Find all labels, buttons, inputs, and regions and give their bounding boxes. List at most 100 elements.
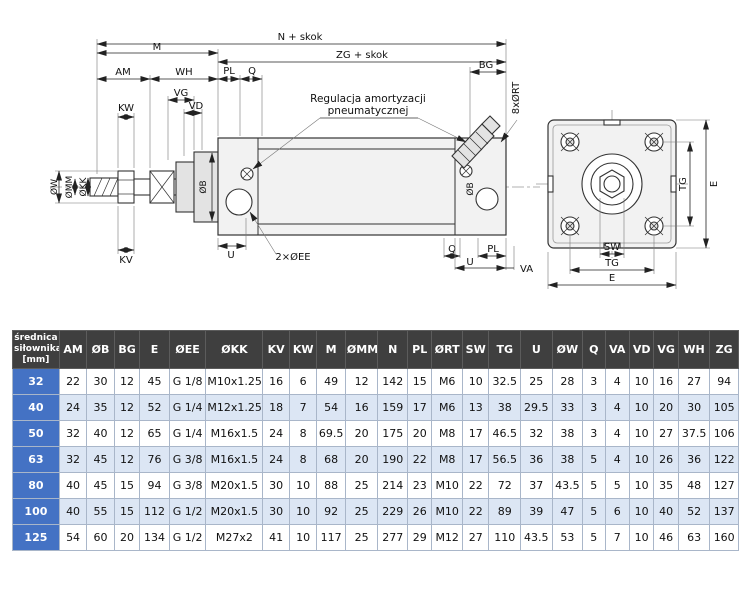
size-cell: 125: [12, 524, 60, 551]
table-cell: 8: [288, 446, 318, 473]
table-cell: 110: [488, 524, 521, 551]
table-cell: 13: [461, 394, 490, 421]
table-cell: G 3/8: [168, 472, 207, 499]
table-cell: 3: [582, 368, 606, 395]
size-cell: 63: [12, 446, 60, 473]
column-header: E: [139, 330, 170, 369]
size-cell: 32: [12, 368, 60, 395]
table-cell: M6: [431, 394, 463, 421]
table-cell: 15: [113, 472, 141, 499]
table-cell: 56.5: [488, 446, 521, 473]
column-header: WH: [677, 330, 711, 369]
table-cell: 20: [113, 524, 141, 551]
table-cell: 127: [709, 472, 739, 499]
table-cell: 35: [86, 394, 115, 421]
table-cell: 214: [377, 472, 408, 499]
table-cell: 60: [86, 524, 115, 551]
column-header: ZG: [709, 330, 739, 369]
table-cell: 48: [677, 472, 711, 499]
table-cell: 43.5: [520, 524, 553, 551]
table-cell: 25: [344, 472, 379, 499]
table-cell: 55: [86, 498, 115, 525]
table-cell: 10: [628, 394, 655, 421]
table-cell: 22: [461, 498, 490, 525]
table-cell: 30: [86, 368, 115, 395]
dim-label-am: AM: [115, 67, 130, 78]
dim-label-kv: KV: [119, 255, 133, 266]
table-cell: 4: [604, 394, 630, 421]
dim-label-wh: WH: [175, 67, 192, 78]
dim-label-m: M: [153, 42, 162, 53]
table-cell: 229: [377, 498, 408, 525]
column-header: TG: [488, 330, 521, 369]
size-cell: 80: [12, 472, 60, 499]
table-cell: 53: [551, 524, 584, 551]
table-cell: M16x1.5: [205, 446, 264, 473]
table-cell: 35: [653, 472, 679, 499]
table-cell: 24: [262, 446, 290, 473]
column-header: PL: [406, 330, 433, 369]
dim-label-u-rear: U: [466, 257, 473, 268]
corner-screw: [560, 216, 580, 236]
table-cell: 69.5: [316, 420, 346, 447]
table-cell: 33: [551, 394, 584, 421]
table-cell: 12: [113, 420, 141, 447]
column-header: M: [316, 330, 346, 369]
table-cell: M20x1.5: [205, 498, 264, 525]
dim-label-ob-front: ØB: [198, 180, 209, 193]
table-cell: 32.5: [488, 368, 521, 395]
dim-label-va: VA: [520, 264, 533, 275]
column-header: U: [520, 330, 553, 369]
table-cell: G 1/2: [168, 498, 207, 525]
table-cell: M16x1.5: [205, 420, 264, 447]
table-cell: 122: [709, 446, 739, 473]
table-cell: 10: [461, 368, 490, 395]
technical-drawing-section: N + skok M ZG + skok AM WH PL Q BG: [0, 6, 751, 320]
table-cell: 39: [520, 498, 553, 525]
table-cell: M12x1.25: [205, 394, 264, 421]
table-cell: 29: [406, 524, 433, 551]
table-cell: 30: [677, 394, 711, 421]
table-cell: 112: [139, 498, 170, 525]
table-cell: 40: [653, 498, 679, 525]
table-cell: 36: [520, 446, 553, 473]
column-header: VG: [653, 330, 679, 369]
table-cell: 10: [288, 498, 318, 525]
table-cell: 3: [582, 420, 606, 447]
table-cell: 10: [628, 498, 655, 525]
table-cell: 76: [139, 446, 170, 473]
table-cell: 88: [316, 472, 346, 499]
dim-label-pl-top: PL: [223, 66, 235, 77]
table-cell: M10: [431, 472, 463, 499]
table-cell: 27: [461, 524, 490, 551]
table-cell: 17: [461, 446, 490, 473]
table-cell: 117: [316, 524, 346, 551]
table-cell: 4: [604, 446, 630, 473]
table-cell: 175: [377, 420, 408, 447]
table-cell: 15: [113, 498, 141, 525]
table-cell: 17: [461, 420, 490, 447]
table-cell: 12: [113, 368, 141, 395]
side-view-dimensions: N + skok M ZG + skok AM WH PL Q BG: [49, 32, 533, 275]
table-cell: 25: [520, 368, 553, 395]
table-cell: M27x2: [205, 524, 264, 551]
table-cell: 26: [406, 498, 433, 525]
dim-label-rt: 8xØRT: [510, 81, 522, 114]
table-cell: 105: [709, 394, 739, 421]
table-cell: 6: [604, 498, 630, 525]
dim-label-omm: ØMM: [64, 176, 75, 199]
column-header: ØEE: [168, 330, 207, 369]
table-cell: 20: [344, 420, 379, 447]
table-cell: 38: [551, 446, 584, 473]
dim-label-sw: SW: [604, 242, 620, 253]
cylinder-technical-drawing: N + skok M ZG + skok AM WH PL Q BG: [49, 32, 720, 289]
table-cell: M10x1.25: [205, 368, 264, 395]
table-cell: 54: [316, 394, 346, 421]
column-header: ØRT: [431, 330, 463, 369]
dim-label-e-side: E: [709, 181, 720, 187]
